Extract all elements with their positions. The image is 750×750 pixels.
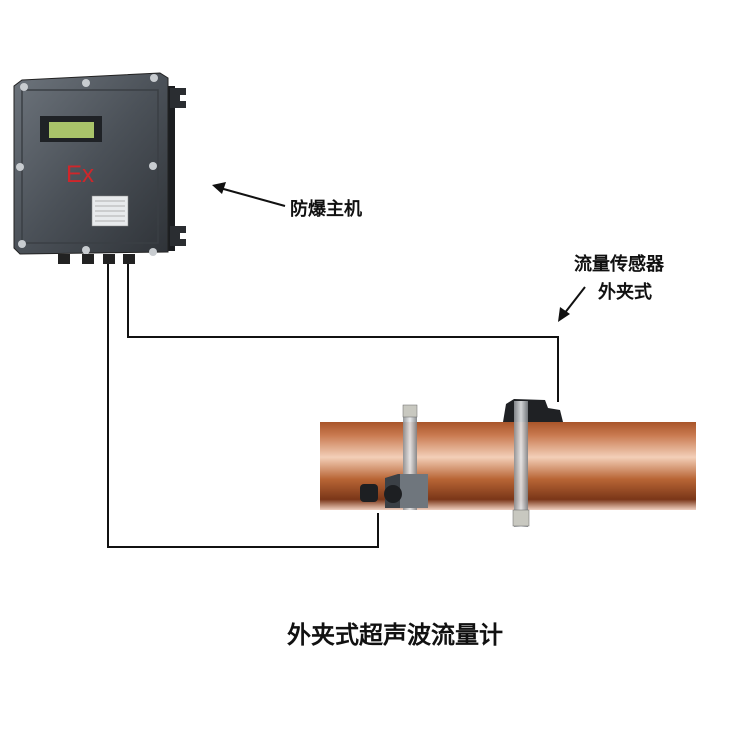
signal-wire-downstream [127,262,559,402]
diagram-title: 外夹式超声波流量计 [287,621,503,649]
arrow-to-host-icon [212,182,286,207]
copper-pipe [320,422,696,510]
upstream-transducer [360,404,428,510]
label-host-unit: 防爆主机 [290,199,362,220]
lcd-display [49,122,94,138]
downstream-transducer [503,399,563,527]
label-sensor-type: 外夹式 [598,282,652,303]
arrow-to-sensor-icon [558,286,586,322]
ex-mark: Ex [66,161,94,188]
label-sensor: 流量传感器 [574,254,664,275]
explosion-proof-host-unit: Ex [13,72,186,264]
signal-wire-upstream [107,262,379,548]
